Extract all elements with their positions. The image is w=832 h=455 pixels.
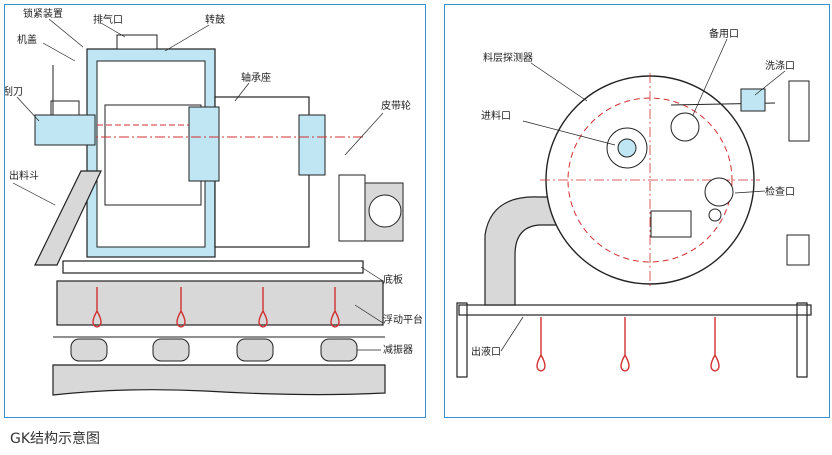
label-drum: 转鼓 [205, 13, 225, 26]
label-bearing: 轴承座 [241, 71, 271, 84]
base-frame [456, 302, 812, 378]
foundation [52, 280, 386, 396]
label-cover: 机盖 [17, 33, 37, 46]
label-spare: 备用口 [709, 27, 739, 40]
label-inspect: 检查口 [765, 185, 795, 198]
inspect-window [650, 210, 692, 238]
side-view-drawing: 锁紧装置 排气口 转鼓 机盖 刮刀 轴承座 皮带轮 出料斗 底板 浮动平台 减振… [5, 7, 423, 396]
pulley-motor [338, 174, 404, 242]
anchor-hooks-right [536, 317, 720, 372]
label-damper: 减振器 [383, 343, 413, 356]
label-liquid: 出液口 [471, 345, 501, 358]
leader-lines [12, 18, 384, 351]
casing [540, 73, 760, 287]
dampers [70, 338, 358, 362]
anchor-hooks [92, 287, 340, 328]
exhaust-port [116, 34, 158, 50]
side-box [786, 234, 810, 266]
housing [86, 48, 216, 258]
discharge-chute [34, 170, 102, 266]
figure-caption: GK结构示意图 [10, 431, 101, 447]
label-exhaust: 排气口 [93, 13, 123, 26]
label-chute: 出料斗 [9, 169, 39, 182]
label-pulley: 皮带轮 [381, 99, 411, 112]
label-lock: 锁紧装置 [23, 7, 63, 20]
end-view-panel: 备用口 料层探测器 洗涤口 进料口 检查口 出液口 [444, 4, 830, 418]
end-view-drawing: 备用口 料层探测器 洗涤口 进料口 检查口 出液口 [456, 27, 812, 378]
label-knife: 刮刀 [5, 85, 23, 98]
scraper-assembly [34, 65, 96, 146]
label-platform: 浮动平台 [383, 313, 423, 326]
label-sensor: 料层探测器 [483, 51, 533, 64]
leader-lines-right [500, 38, 786, 352]
bearing-housing [65, 96, 365, 248]
label-wash: 洗涤口 [765, 59, 795, 72]
wash-arm [670, 80, 810, 142]
base-plate [62, 260, 364, 274]
ports [606, 112, 734, 222]
side-view-panel: 锁紧装置 排气口 转鼓 机盖 刮刀 轴承座 皮带轮 出料斗 底板 浮动平台 减振… [4, 4, 426, 418]
label-base: 底板 [383, 273, 403, 286]
label-feed: 进料口 [481, 109, 511, 122]
